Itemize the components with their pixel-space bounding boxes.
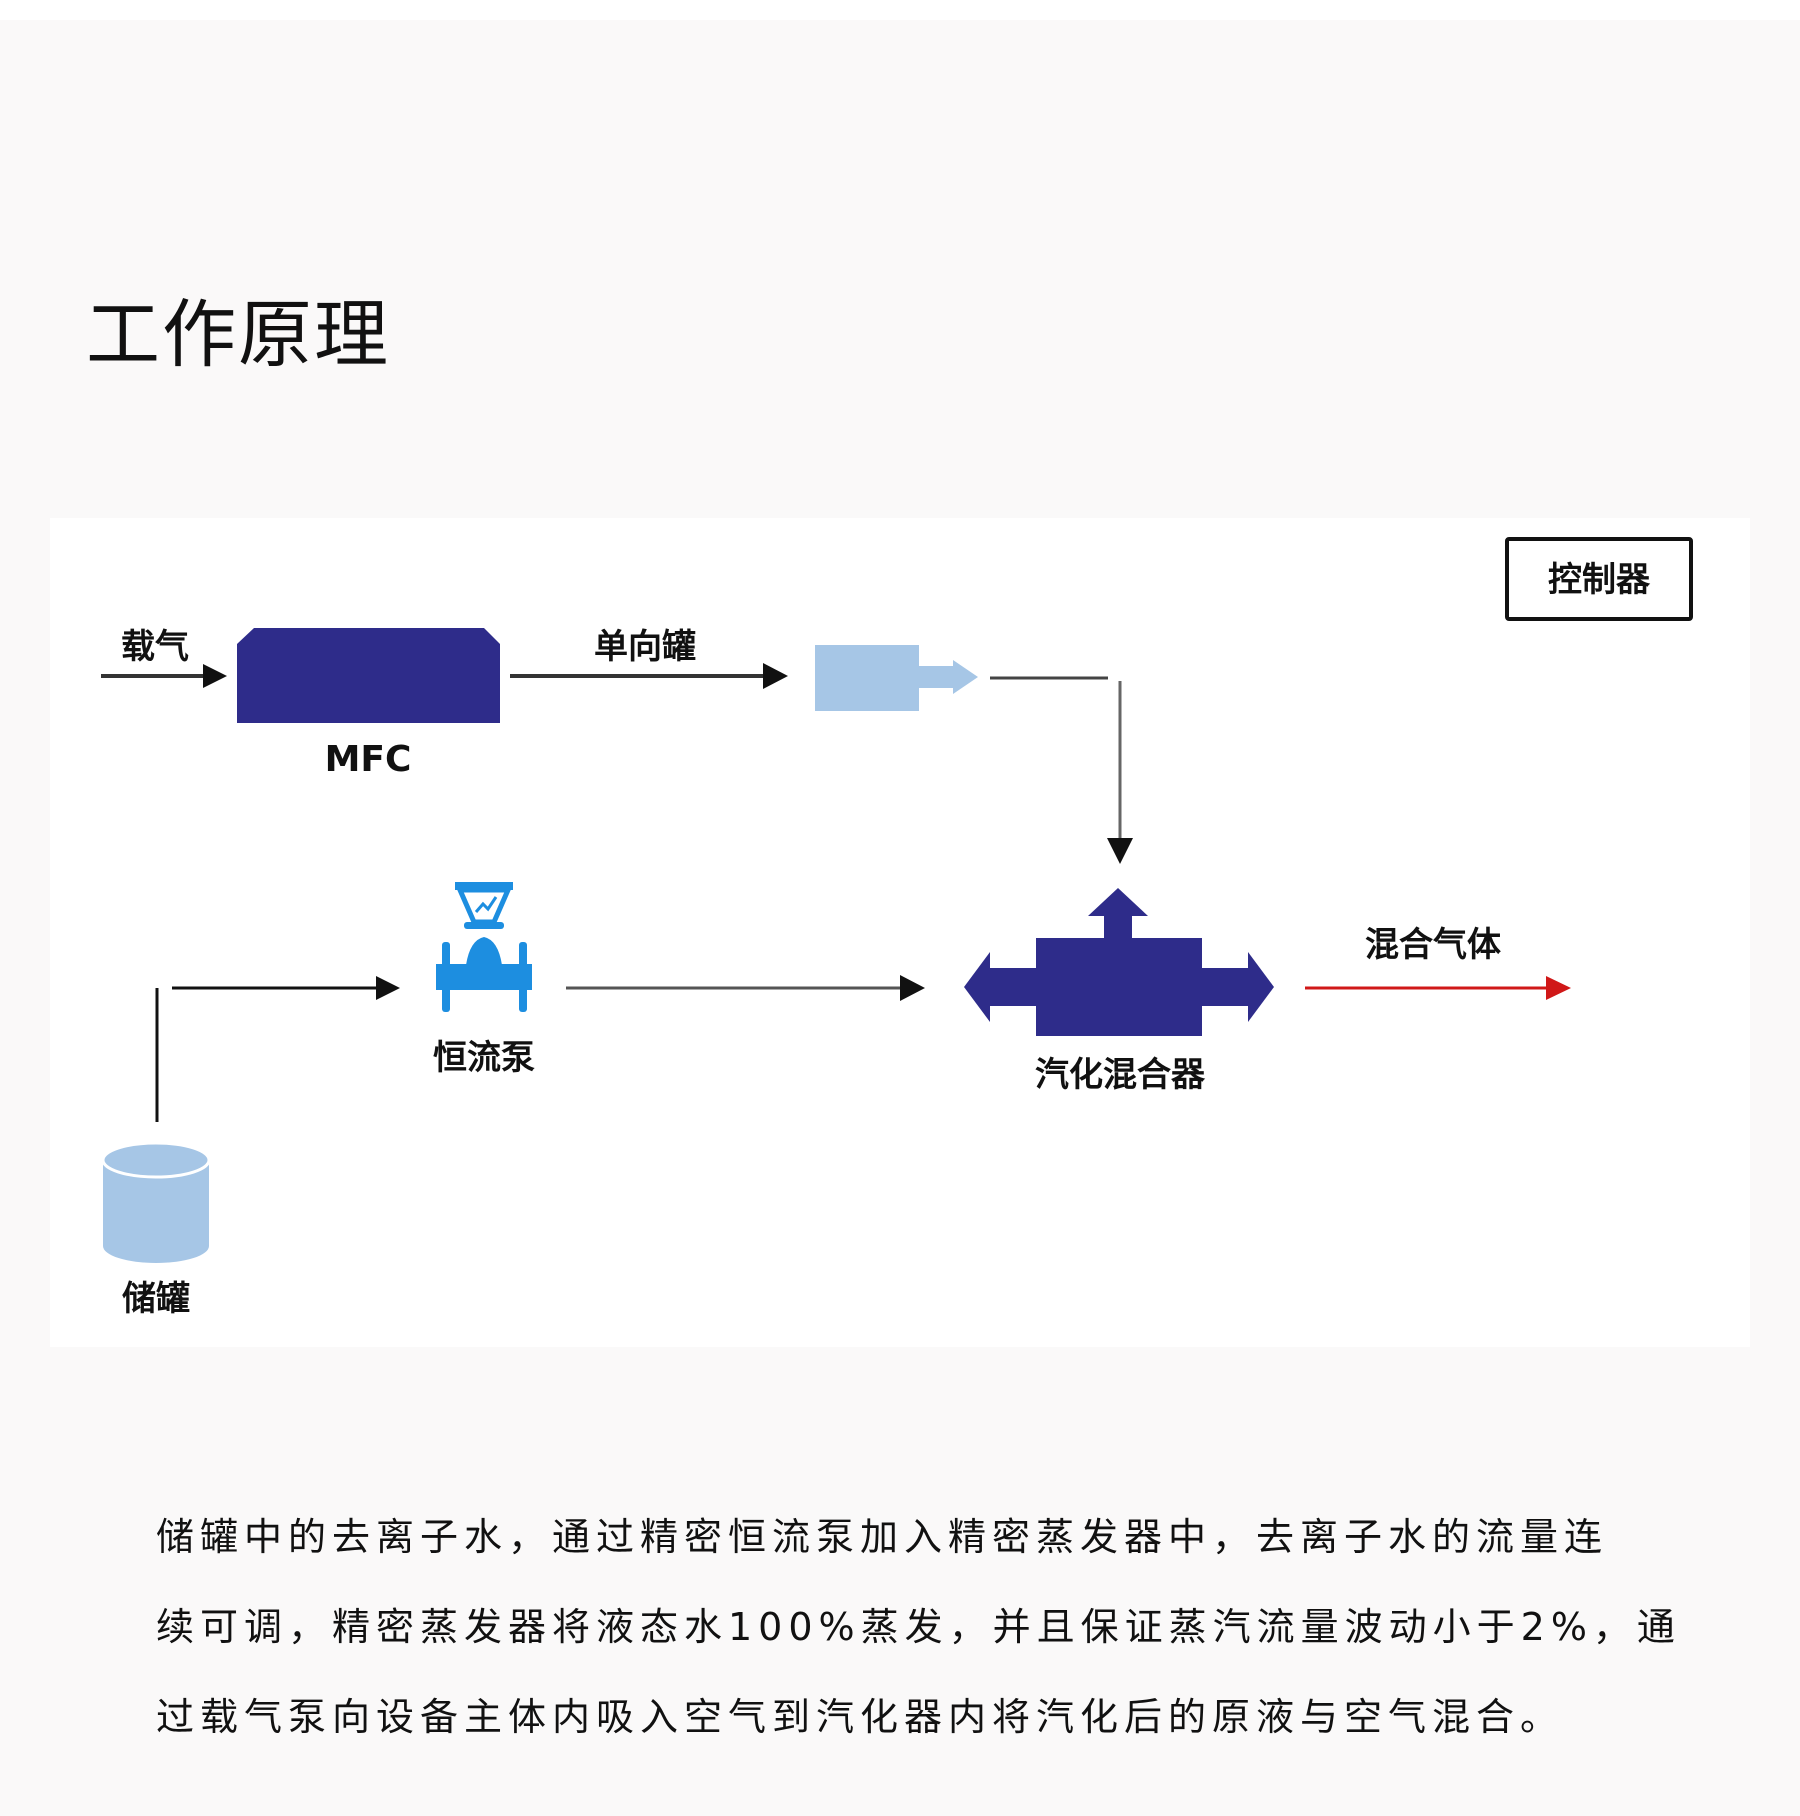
arrowhead-icon: [203, 664, 227, 688]
page-title: 工作原理: [86, 292, 390, 378]
pump-label: 恒流泵: [433, 1038, 535, 1078]
pump-icon: [436, 882, 532, 1012]
description: 储罐中的去离子水，通过精密恒流泵加入精密蒸发器中，去离子水的流量连 续可调，精密…: [156, 1492, 1681, 1762]
mfc-label: MFC: [325, 739, 412, 780]
mixer-label: 汽化混合器: [1035, 1055, 1206, 1095]
arrowhead-icon: [1107, 838, 1133, 864]
description-line: 续可调，精密蒸发器将液态水100%蒸发，并且保证蒸汽流量波动小于2%，通: [156, 1605, 1681, 1649]
arrowhead-icon: [763, 663, 788, 689]
mfc-block: [237, 628, 500, 723]
arrowhead-icon: [900, 975, 925, 1001]
tank-to-pump-line: [155, 976, 400, 1122]
controller-box: 控制器: [1505, 537, 1693, 621]
controller-label: 控制器: [1548, 560, 1651, 600]
check-valve-label: 单向罐: [594, 627, 696, 667]
mfc-to-valve-arrow: [510, 663, 788, 689]
mixed-gas-arrow: [1305, 976, 1571, 1000]
tank-label: 储罐: [122, 1279, 190, 1319]
mixer-icon: [964, 888, 1274, 1036]
mixed-gas-label: 混合气体: [1365, 925, 1501, 965]
description-line: 过载气泵向设备主体内吸入空气到汽化器内将汽化后的原液与空气混合。: [156, 1695, 1565, 1739]
description-line: 储罐中的去离子水，通过精密恒流泵加入精密蒸发器中，去离子水的流量连: [156, 1515, 1609, 1559]
tank-icon: [101, 1141, 211, 1263]
top-strip: [0, 0, 1800, 20]
valve-to-mixer-connector: [990, 676, 1133, 864]
arrowhead-icon: [376, 976, 400, 1000]
pump-to-mixer-arrow: [566, 975, 925, 1001]
check-valve-icon: [815, 645, 978, 711]
carrier-gas-arrow: [101, 664, 227, 688]
carrier-gas-label: 载气: [121, 627, 189, 667]
arrowhead-icon: [1546, 976, 1571, 1000]
